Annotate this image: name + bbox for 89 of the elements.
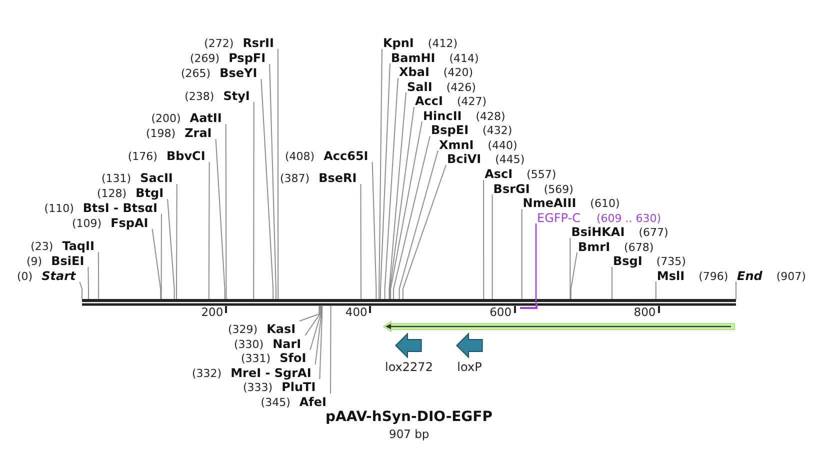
enzyme-site-label: (128) BtgI (97, 185, 168, 199)
enzyme-site-label: (269) PspFI (190, 50, 270, 64)
enzyme-site-label: (9) BsiEI (26, 253, 88, 267)
leader-line (299, 306, 320, 322)
enzyme-site-label: (23) TaqII (30, 238, 98, 252)
leader-line (88, 266, 89, 300)
enzyme-site-label: BmrI (678) (577, 238, 654, 252)
enzyme-site-label: (109) FspAI (72, 215, 152, 229)
scale-label: 200 (201, 306, 224, 319)
enzyme-site-label: (198) ZraI (146, 125, 216, 139)
leader-line (570, 238, 571, 300)
leader-line (521, 208, 522, 300)
enzyme-site-label: (408) Acc65I (285, 148, 372, 162)
leader-line (393, 136, 430, 300)
scale-label: 400 (345, 306, 368, 319)
enzyme-site-label: MslI (796) (656, 268, 728, 282)
leader-line (380, 63, 390, 300)
primer-mark (519, 303, 538, 310)
enzyme-site-label: NmeAIII (610) (522, 195, 620, 209)
sequence-length: 907 bp (389, 427, 430, 441)
enzyme-site-label: (272) RsrII (204, 35, 278, 49)
enzyme-site-label: AccI (427) (414, 93, 487, 107)
sequence-start-label: (0) Start (17, 268, 80, 282)
leader-line (535, 224, 537, 303)
enzyme-site-label: (345) AfeI (260, 394, 331, 408)
leader-line (79, 282, 82, 300)
leader-line (152, 228, 162, 300)
enzyme-site-label: (387) BseRI (280, 170, 361, 184)
enzyme-site-label: XbaI (420) (398, 64, 473, 78)
leader-line (310, 306, 322, 350)
enzyme-site-label: (330) NarI (234, 336, 306, 350)
leader-line (253, 102, 254, 300)
leader-line (384, 78, 398, 300)
leader-line (225, 124, 227, 300)
leader-line (570, 252, 578, 300)
map-title: pAAV-hSyn-DIO-EGFP (326, 408, 493, 426)
leader-line (492, 194, 493, 300)
leader-line (388, 92, 406, 300)
enzyme-site-label: (332) MreI - SgrAI (192, 364, 316, 378)
enzyme-site-label: BamHI (414) (390, 50, 479, 64)
enzyme-site-label: (333) PluTI (243, 379, 320, 393)
leader-line (319, 306, 323, 380)
leader-line (176, 184, 178, 300)
leader-line (390, 121, 422, 300)
leader-line (260, 78, 274, 300)
enzyme-site-label: BsgI (735) (612, 253, 686, 267)
enzyme-site-label: (176) BbvCI (128, 148, 210, 162)
enzyme-site-label: (200) AatII (151, 110, 226, 124)
enzyme-site-label: (131) SacII (102, 170, 177, 184)
enzyme-site-label: (265) BseYI (181, 65, 262, 79)
leader-line (277, 48, 279, 300)
enzyme-site-label: HincII (428) (422, 108, 506, 122)
leader-line (304, 306, 320, 336)
leader-line (98, 252, 100, 300)
enzyme-site-label: BsrGI (569) (492, 180, 574, 194)
enzyme-site-label: BciVI (445) (446, 151, 525, 165)
leader-line (167, 198, 175, 300)
leader-line (208, 162, 210, 300)
dna-backbone (82, 299, 736, 306)
scale-label: 600 (490, 306, 512, 319)
leader-line (360, 184, 362, 300)
leader-line (398, 150, 438, 300)
leader-line (389, 106, 414, 300)
leader-line (330, 306, 332, 394)
enzyme-site-label: (331) SfoI (241, 350, 310, 364)
leader-line (655, 281, 656, 300)
feature-label: loxP (457, 360, 482, 374)
leader-line (314, 306, 322, 365)
feature-label: lox2272 (385, 360, 433, 374)
feature-arrow (383, 321, 735, 332)
enzyme-site-label: KpnI (412) (382, 35, 458, 49)
enzyme-site-label: AscI (557) (484, 166, 556, 180)
enzyme-site-label: XmnI (440) (438, 136, 518, 150)
leader-line (269, 64, 276, 300)
primer-label: EGFP-C (609 .. 630) (536, 210, 662, 224)
leader-line (215, 138, 226, 300)
enzyme-site-label: BsiHKAI (677) (570, 224, 668, 238)
leader-line (372, 162, 377, 300)
sequence-end-label: End (907) (736, 268, 806, 282)
enzyme-site-label: SalI (426) (406, 78, 476, 92)
leader-line (378, 48, 382, 300)
scale-label: 800 (634, 306, 656, 319)
leader-line (483, 180, 484, 300)
enzyme-site-label: BspEI (432) (430, 122, 512, 136)
leader-line (402, 164, 446, 300)
leader-line (160, 214, 162, 300)
enzyme-site-label: (238) StyI (184, 88, 254, 102)
enzyme-site-label: (329) KasI (228, 321, 300, 335)
enzyme-site-label: (110) BtsI - BtsαI (44, 200, 162, 214)
